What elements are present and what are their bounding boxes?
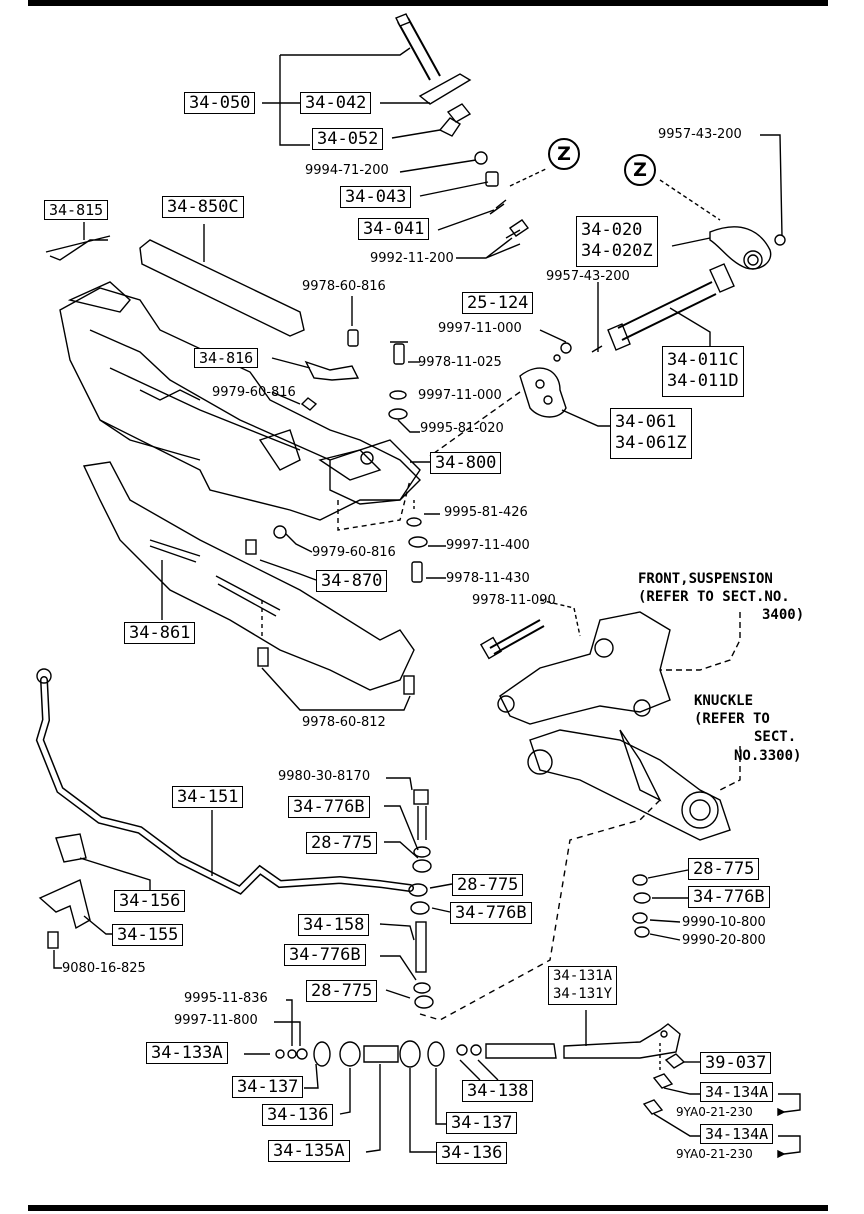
part-34-133a: 34-133A [146, 1042, 228, 1064]
knuckle-line1: KNUCKLE [694, 693, 754, 709]
part-34-042: 34-042 [300, 92, 372, 114]
part-34-815: 34-815 [44, 200, 109, 220]
part-34-134a-2: 34-134A [700, 1124, 774, 1144]
zone-marker-z-2: Z [624, 154, 656, 186]
part-34-870: 34-870 [316, 570, 388, 592]
part-9997-11-400: 9997-11-400 [446, 538, 530, 553]
part-9979-60-816-upper: 9979-60-816 [212, 385, 296, 400]
top-rule [28, 0, 828, 6]
part-9990-20-800: 9990-20-800 [682, 933, 766, 948]
part-34-020-label: 34-020 [581, 220, 643, 240]
bottom-rule [28, 1205, 828, 1211]
part-34-136-1: 34-136 [262, 1104, 334, 1126]
part-34-131y-label: 34-131Y [553, 985, 613, 1002]
part-34-850c: 34-850C [162, 196, 244, 218]
part-34-155: 34-155 [112, 924, 184, 946]
part-34-137-2: 34-137 [446, 1112, 518, 1134]
part-9978-60-816: 9978-60-816 [302, 279, 386, 294]
part-34-043: 34-043 [340, 186, 412, 208]
part-9978-11-025: 9978-11-025 [418, 355, 502, 370]
front-suspension-line2: (REFER TO SECT.NO. [638, 589, 790, 606]
part-9978-11-430: 9978-11-430 [446, 571, 530, 586]
part-9980-30-8170: 9980-30-8170 [278, 769, 371, 784]
part-9ya0-21-230-1: 9YA0-21-230 [676, 1105, 753, 1119]
knuckle-line4: NO.3300) [734, 747, 802, 764]
part-34-776b-1: 34-776B [288, 796, 370, 818]
part-9957-43-200-lower: 9957-43-200 [546, 269, 630, 284]
part-9997-11-800: 9997-11-800 [174, 1013, 258, 1028]
part-9995-81-020: 9995-81-020 [420, 421, 504, 436]
part-28-775-3: 28-775 [306, 980, 378, 1002]
part-9997-11-000-upper: 9997-11-000 [438, 321, 522, 336]
zone-marker-z-1: Z [548, 138, 580, 170]
front-suspension-line3: 3400) [762, 607, 805, 624]
part-34-158: 34-158 [298, 914, 370, 936]
part-25-124: 25-124 [462, 292, 534, 314]
part-9978-11-090: 9978-11-090 [472, 593, 556, 608]
part-34-011d-label: 34-011D [667, 371, 739, 392]
part-28-775-4: 28-775 [688, 858, 760, 880]
part-34-800: 34-800 [430, 452, 502, 474]
front-suspension-line1: FRONT,SUSPENSION [638, 571, 773, 587]
part-34-131a-label: 34-131A [553, 968, 613, 984]
part-9995-11-836: 9995-11-836 [184, 991, 268, 1006]
part-34-061z-label: 34-061Z [615, 433, 687, 454]
part-34-061-label: 34-061 [615, 412, 677, 432]
part-34-776b-2: 34-776B [450, 902, 532, 924]
part-9978-60-812: 9978-60-812 [302, 715, 386, 730]
knuckle-line3: SECT. [754, 729, 797, 746]
part-9995-81-426: 9995-81-426 [444, 505, 528, 520]
part-34-151: 34-151 [172, 786, 244, 808]
part-34-776b-4: 34-776B [688, 886, 770, 908]
knuckle-line2: (REFER TO [694, 711, 770, 728]
part-34-156: 34-156 [114, 890, 186, 912]
part-39-037: 39-037 [700, 1052, 772, 1074]
part-34-861: 34-861 [124, 622, 196, 644]
part-9992-11-200: 9992-11-200 [370, 251, 454, 266]
part-34-050: 34-050 [184, 92, 256, 114]
part-28-775-2: 28-775 [452, 874, 524, 896]
part-34-136-2: 34-136 [436, 1142, 508, 1164]
part-34-137-1: 34-137 [232, 1076, 304, 1098]
knuckle-note: KNUCKLE (REFER TO SECT. NO.3300) [694, 692, 801, 765]
part-34-041: 34-041 [358, 218, 430, 240]
part-34-020z-label: 34-020Z [581, 241, 653, 262]
part-9080-16-825: 9080-16-825 [62, 961, 146, 976]
part-9957-43-200-upper: 9957-43-200 [658, 127, 742, 142]
part-34-776b-3: 34-776B [284, 944, 366, 966]
part-34-011c-label: 34-011C [667, 350, 739, 370]
part-9994-71-200: 9994-71-200 [305, 163, 389, 178]
part-9997-11-000-lower: 9997-11-000 [418, 388, 502, 403]
part-9990-10-800: 9990-10-800 [682, 915, 766, 930]
part-34-135a: 34-135A [268, 1140, 350, 1162]
part-34-134a-1: 34-134A [700, 1082, 774, 1102]
part-9979-60-816-lower: 9979-60-816 [312, 545, 396, 560]
part-34-816: 34-816 [194, 348, 259, 368]
part-9ya0-21-230-2: 9YA0-21-230 [676, 1147, 753, 1161]
part-28-775-1: 28-775 [306, 832, 378, 854]
front-suspension-note: FRONT,SUSPENSION (REFER TO SECT.NO. 3400… [638, 570, 804, 625]
part-34-138: 34-138 [462, 1080, 534, 1102]
part-34-052: 34-052 [312, 128, 384, 150]
